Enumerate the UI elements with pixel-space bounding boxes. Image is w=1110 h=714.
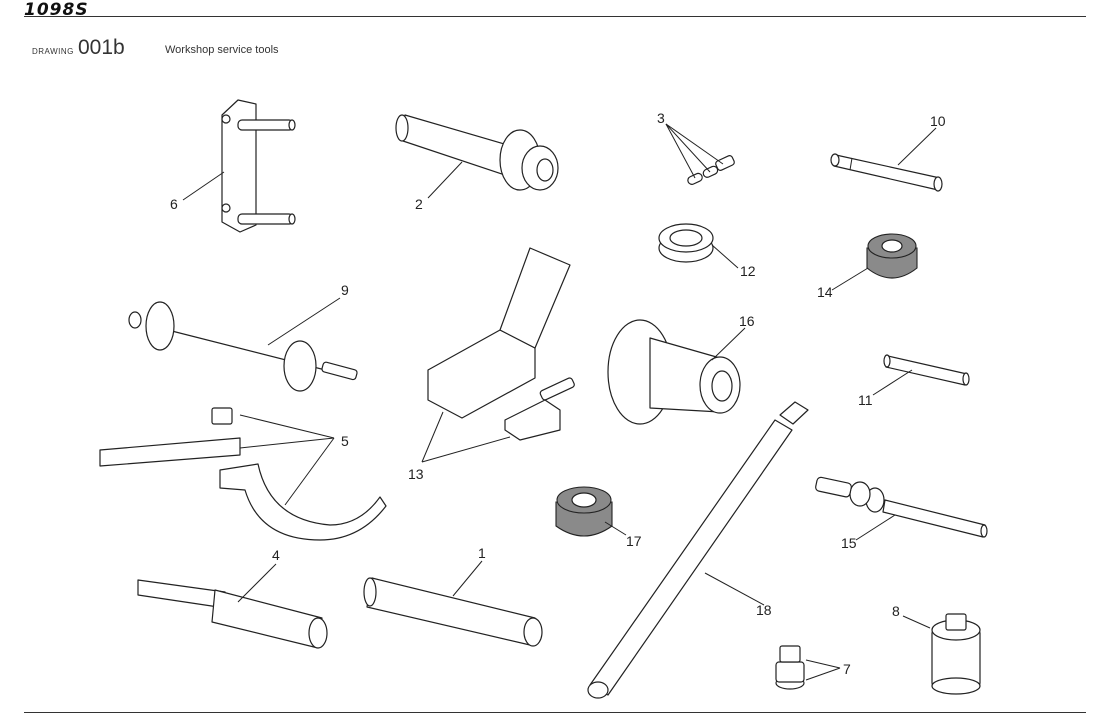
callout-6: 6 bbox=[170, 196, 178, 212]
callout-9: 9 bbox=[341, 282, 349, 298]
callout-13: 13 bbox=[408, 466, 424, 482]
tool-9-drawing bbox=[128, 301, 358, 392]
tool-8-drawing bbox=[931, 613, 981, 695]
callout-3: 3 bbox=[657, 110, 665, 126]
callout-16: 16 bbox=[739, 313, 755, 329]
callout-14: 14 bbox=[817, 284, 833, 300]
callout-5: 5 bbox=[341, 433, 349, 449]
footer-rule bbox=[24, 712, 1086, 713]
drawing-title: Workshop service tools bbox=[165, 44, 279, 56]
callout-11: 11 bbox=[858, 392, 873, 408]
callout-2: 2 bbox=[415, 196, 423, 212]
tool-10-drawing bbox=[830, 153, 943, 192]
callout-17: 17 bbox=[626, 533, 642, 549]
tool-14-drawing bbox=[866, 233, 918, 279]
header-rule bbox=[24, 16, 1086, 17]
tool-13-drawing bbox=[427, 247, 575, 441]
tool-1-drawing bbox=[363, 577, 543, 647]
callout-7: 7 bbox=[843, 661, 851, 677]
tool-17-drawing bbox=[555, 486, 613, 537]
callout-15: 15 bbox=[841, 535, 857, 551]
callout-8: 8 bbox=[892, 603, 900, 619]
tool-7-drawing bbox=[775, 645, 805, 690]
tool-5-drawing bbox=[99, 407, 387, 541]
callout-1: 1 bbox=[478, 545, 486, 561]
tool-11-drawing bbox=[883, 354, 970, 386]
callout-4: 4 bbox=[272, 547, 280, 563]
tool-12-drawing bbox=[658, 223, 714, 263]
callout-10: 10 bbox=[930, 113, 946, 129]
tool-4-drawing bbox=[137, 579, 328, 649]
tool-2-drawing bbox=[395, 114, 559, 191]
model-logo: 1098S bbox=[24, 0, 89, 20]
drawing-label: DRAWING bbox=[32, 47, 74, 56]
callout-18: 18 bbox=[756, 602, 772, 618]
tool-6-drawing bbox=[221, 99, 296, 233]
tool-16-drawing bbox=[607, 319, 741, 425]
tool-3-drawing bbox=[687, 155, 735, 185]
drawing-number: 001b bbox=[78, 36, 125, 59]
callout-12: 12 bbox=[740, 263, 756, 279]
tool-15-drawing bbox=[815, 476, 988, 538]
leader-lines bbox=[182, 123, 937, 681]
tool-18-drawing bbox=[587, 401, 809, 699]
